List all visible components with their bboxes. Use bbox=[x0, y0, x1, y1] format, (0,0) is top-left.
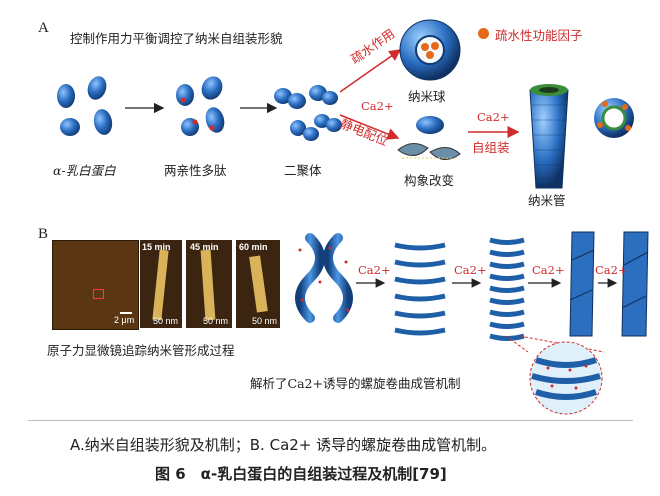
label-conformation: 构象改变 bbox=[404, 173, 455, 188]
nanotube bbox=[529, 84, 569, 189]
label-nanotube: 纳米管 bbox=[528, 193, 566, 208]
label-nanosphere: 纳米球 bbox=[408, 89, 446, 104]
figure-caption-line1: A.纳米自组装形貌及机制；B. Ca2+ 诱导的螺旋卷曲成管机制。 bbox=[70, 436, 497, 454]
afm-overview-image bbox=[52, 240, 139, 330]
arrow-label-self-assembly: 自组装 bbox=[472, 140, 510, 155]
tight-helix bbox=[489, 237, 525, 341]
legend-dot-icon bbox=[478, 28, 489, 39]
figure-caption-line2: 图 6 α-乳白蛋白的自组装过程及机制[79] bbox=[155, 465, 447, 483]
dimer-blobs bbox=[274, 85, 342, 141]
afm-scale-2um: 2 μm bbox=[114, 315, 135, 325]
helical-tube-1 bbox=[569, 231, 595, 337]
afm-scale-bar bbox=[120, 312, 132, 314]
conformation-structures bbox=[397, 116, 461, 160]
label-dimer: 二聚体 bbox=[284, 163, 322, 178]
afm-time-15: 15 min bbox=[142, 242, 171, 252]
ca-label-4: Ca2+ bbox=[595, 263, 628, 277]
afm-time-60: 60 min bbox=[239, 242, 268, 252]
arrow-label-ca-self: Ca2+ bbox=[477, 110, 510, 124]
afm-scale-60: 50 nm bbox=[252, 316, 278, 326]
afm-highlight-box bbox=[93, 289, 104, 299]
label-monomer: α-乳白蛋白 bbox=[53, 163, 116, 178]
afm-caption: 原子力显微镜追踪纳米管形成过程 bbox=[47, 343, 235, 358]
nanotube-cross-section bbox=[594, 98, 634, 138]
panel-a-title: 控制作用力平衡调控了纳米自组装形貌 bbox=[70, 31, 283, 46]
peptide-blobs bbox=[176, 76, 225, 136]
coiling-helix bbox=[394, 242, 446, 336]
monomer-blobs bbox=[57, 76, 113, 136]
afm-time-45: 45 min bbox=[190, 242, 219, 252]
panel-a-letter: A bbox=[38, 20, 49, 36]
legend-label: 疏水性功能因子 bbox=[495, 28, 583, 43]
caption-rule bbox=[28, 420, 633, 421]
panel-b-letter: B bbox=[38, 226, 49, 242]
ca-label-3: Ca2+ bbox=[532, 263, 565, 277]
nanosphere bbox=[399, 19, 461, 81]
helical-tube-2 bbox=[621, 231, 649, 337]
arrow-label-ca-electro: Ca2+ bbox=[361, 99, 394, 113]
ca-label-2: Ca2+ bbox=[454, 263, 487, 277]
afm-scale-45: 50 nm bbox=[203, 316, 229, 326]
ca-label-1: Ca2+ bbox=[358, 263, 391, 277]
afm-scale-15: 50 nm bbox=[153, 316, 179, 326]
helix-caption: 解析了Ca2+诱导的螺旋卷曲成管机制 bbox=[250, 376, 461, 391]
twisted-ribbons bbox=[295, 233, 353, 323]
zoom-inset bbox=[529, 341, 603, 415]
label-peptide: 两亲性多肽 bbox=[164, 163, 227, 178]
